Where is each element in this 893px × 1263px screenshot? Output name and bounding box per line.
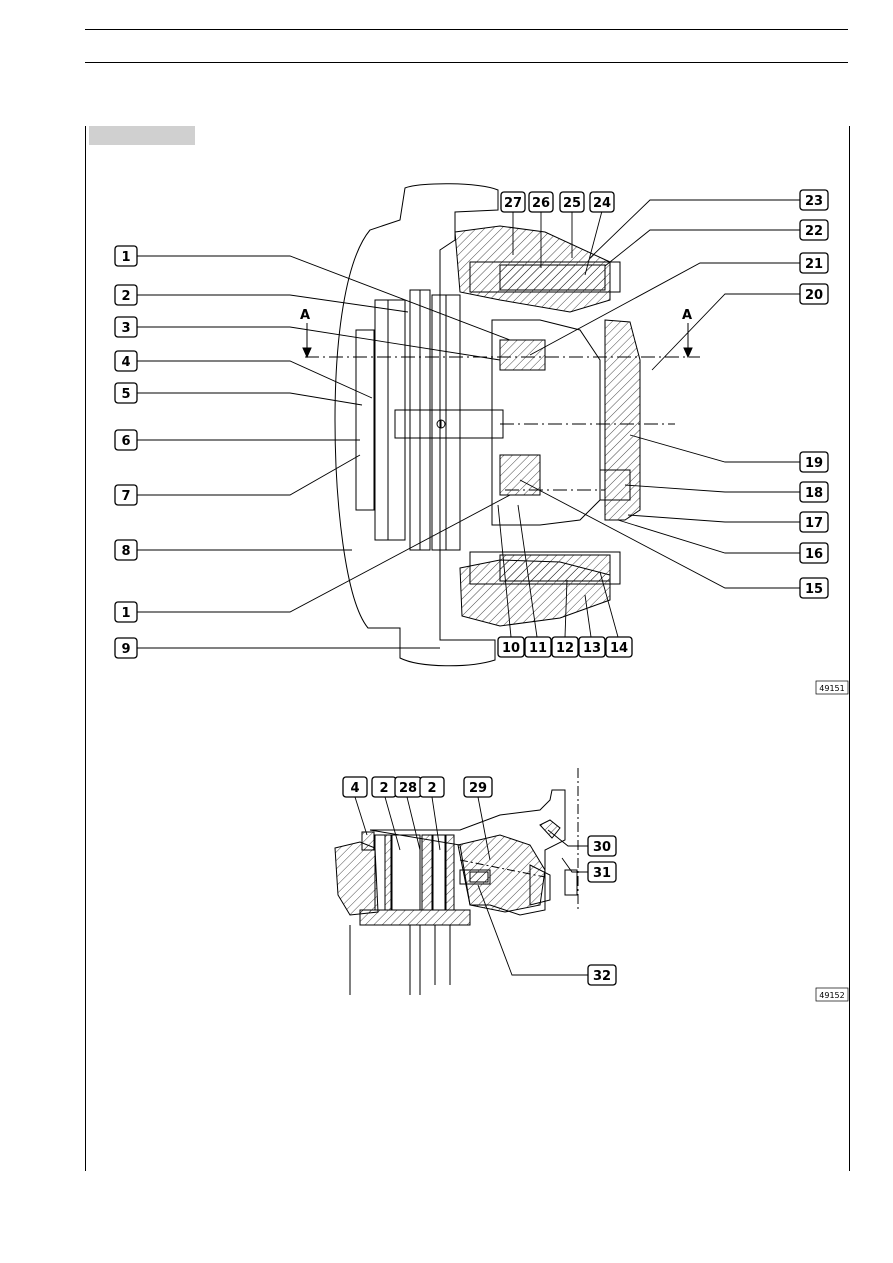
- header-rule-top: [85, 29, 848, 30]
- section-arrows: [302, 323, 693, 359]
- figure1-leader-lines: [137, 199, 800, 649]
- callout-2: 2: [121, 289, 130, 304]
- callout-15: 15: [805, 582, 823, 597]
- figure2-drawing: [334, 768, 579, 995]
- figure1-callouts-right: 23 22 21 20 19 18 17 16 15: [799, 189, 829, 599]
- callout-22: 22: [805, 224, 823, 239]
- callout-14: 14: [610, 641, 628, 656]
- callout-18: 18: [805, 486, 823, 501]
- figure1-callouts-left: 1 2 3 4 5 6 7 8 1 9: [114, 245, 138, 659]
- callout-2-detail-b: 2: [427, 781, 436, 796]
- callout-5: 5: [121, 387, 130, 402]
- figure1-callouts-top: 27 26 25 24: [500, 191, 615, 213]
- callout-29: 29: [469, 781, 487, 796]
- callout-3: 3: [121, 321, 130, 336]
- callout-1: 1: [121, 250, 130, 265]
- figure1-callouts-bottom: 10 11 12 13 14: [497, 636, 633, 658]
- callout-4-detail: 4: [350, 781, 359, 796]
- figure2-callouts: 4 2 28 2 29 30 31 32: [342, 776, 617, 986]
- callout-1-lower: 1: [121, 606, 130, 621]
- callout-9: 9: [121, 642, 130, 657]
- callout-11: 11: [529, 641, 547, 656]
- callout-2-detail: 2: [379, 781, 388, 796]
- section-tab: [89, 126, 195, 145]
- callout-13: 13: [583, 641, 601, 656]
- callout-17: 17: [805, 516, 823, 531]
- callout-12: 12: [556, 641, 574, 656]
- figure2-number: 49152: [819, 991, 844, 1000]
- section-marker-right: A: [682, 308, 692, 323]
- frame-left-border: [85, 126, 86, 1171]
- callout-4: 4: [121, 355, 130, 370]
- figure2-leader-lines: [354, 796, 588, 976]
- callout-32: 32: [593, 969, 611, 984]
- callout-25: 25: [563, 196, 581, 211]
- callout-20: 20: [805, 288, 823, 303]
- callout-28: 28: [399, 781, 417, 796]
- header-rule-bottom: [85, 62, 848, 63]
- callout-21: 21: [805, 257, 823, 272]
- callout-27: 27: [504, 196, 522, 211]
- callout-8: 8: [121, 544, 130, 559]
- callout-6: 6: [121, 434, 130, 449]
- callout-16: 16: [805, 547, 823, 562]
- callout-26: 26: [532, 196, 550, 211]
- frame-right-border: [849, 126, 850, 1171]
- callout-31: 31: [593, 866, 611, 881]
- figure1-number: 49151: [819, 684, 844, 693]
- callout-7: 7: [121, 489, 130, 504]
- callout-19: 19: [805, 456, 823, 471]
- section-marker-left: A: [300, 308, 310, 323]
- callout-30: 30: [593, 840, 611, 855]
- callout-24: 24: [593, 196, 611, 211]
- callout-10: 10: [502, 641, 520, 656]
- callout-23: 23: [805, 194, 823, 209]
- figure1-drawing: [305, 183, 700, 667]
